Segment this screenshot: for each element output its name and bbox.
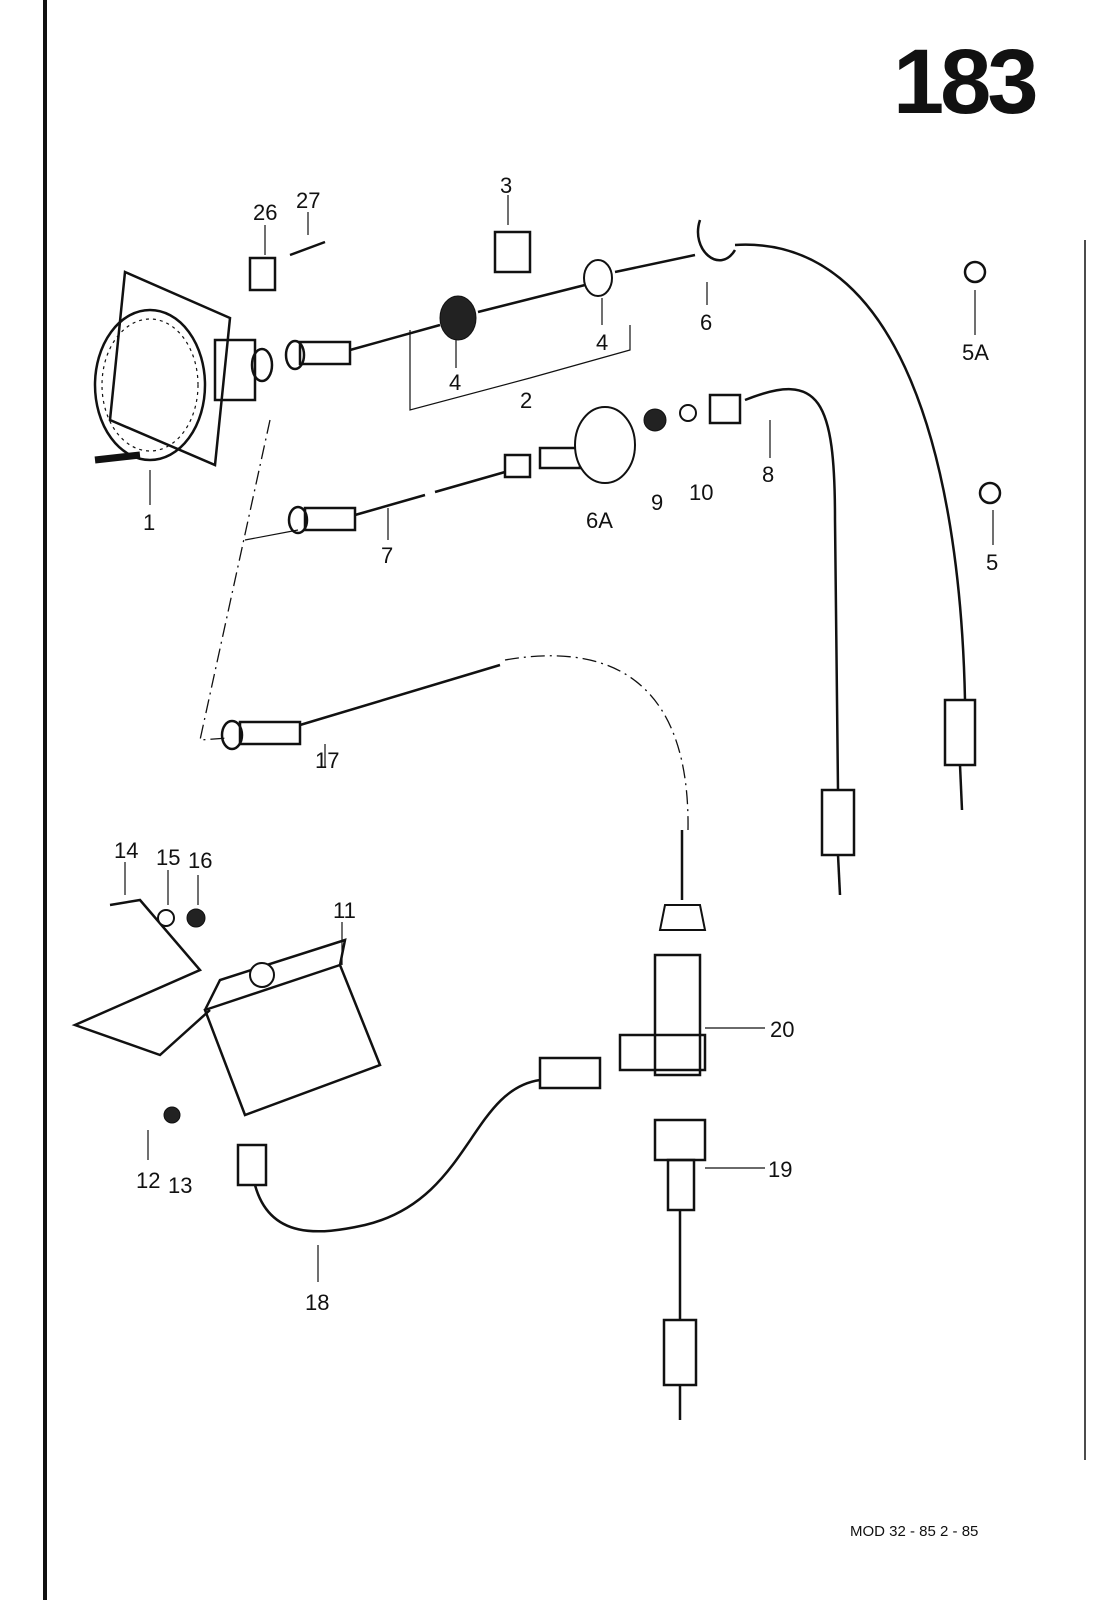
clip-part-5a	[963, 260, 987, 284]
callout-26: 26	[253, 200, 277, 225]
speedometer-cable-upper	[284, 219, 977, 811]
callout-labels: 1 2 3 4 4 5 5A 6 6A 7 8 9 10 11 12 13 14…	[114, 173, 998, 1315]
callout-5a: 5A	[962, 340, 989, 365]
callout-20: 20	[770, 1017, 794, 1042]
callout-4b: 4	[596, 330, 608, 355]
callout-14: 14	[114, 838, 138, 863]
callout-11: 11	[333, 898, 356, 923]
speedometer-cable-17	[220, 655, 707, 931]
callout-9: 9	[651, 490, 663, 515]
callout-3: 3	[500, 173, 512, 198]
callout-16: 16	[188, 848, 212, 873]
leader-lines	[124, 195, 994, 1282]
speedometer-part	[93, 270, 274, 467]
clip-part-5	[978, 481, 1002, 505]
callout-2: 2	[520, 388, 532, 413]
footer-model-code: MOD 32 - 85 2 - 85	[850, 1523, 979, 1540]
page-number: 183	[893, 31, 1038, 133]
cable-part-19	[653, 1118, 707, 1420]
callout-6: 6	[700, 310, 712, 335]
callout-8: 8	[762, 462, 774, 487]
callout-13: 13	[168, 1173, 192, 1198]
clip-part-26	[248, 256, 277, 292]
callout-27: 27	[296, 188, 320, 213]
callout-17: 17	[315, 748, 339, 773]
callout-12: 12	[136, 1168, 160, 1193]
callout-5: 5	[986, 550, 998, 575]
callout-6a: 6A	[586, 508, 613, 533]
speedometer-cable-lower	[287, 387, 856, 896]
speedometer-cable-18	[236, 1056, 602, 1233]
callout-1: 1	[143, 510, 155, 535]
callout-19: 19	[768, 1157, 792, 1182]
clip-part-3	[493, 230, 532, 274]
callout-15: 15	[156, 845, 180, 870]
screw-part-27	[289, 240, 326, 257]
callout-7: 7	[381, 543, 393, 568]
callout-4a: 4	[449, 370, 461, 395]
trip-unit-bracket	[71, 898, 211, 1057]
adapter-part-20	[618, 953, 707, 1077]
callout-10: 10	[689, 480, 713, 505]
callout-18: 18	[305, 1290, 329, 1315]
